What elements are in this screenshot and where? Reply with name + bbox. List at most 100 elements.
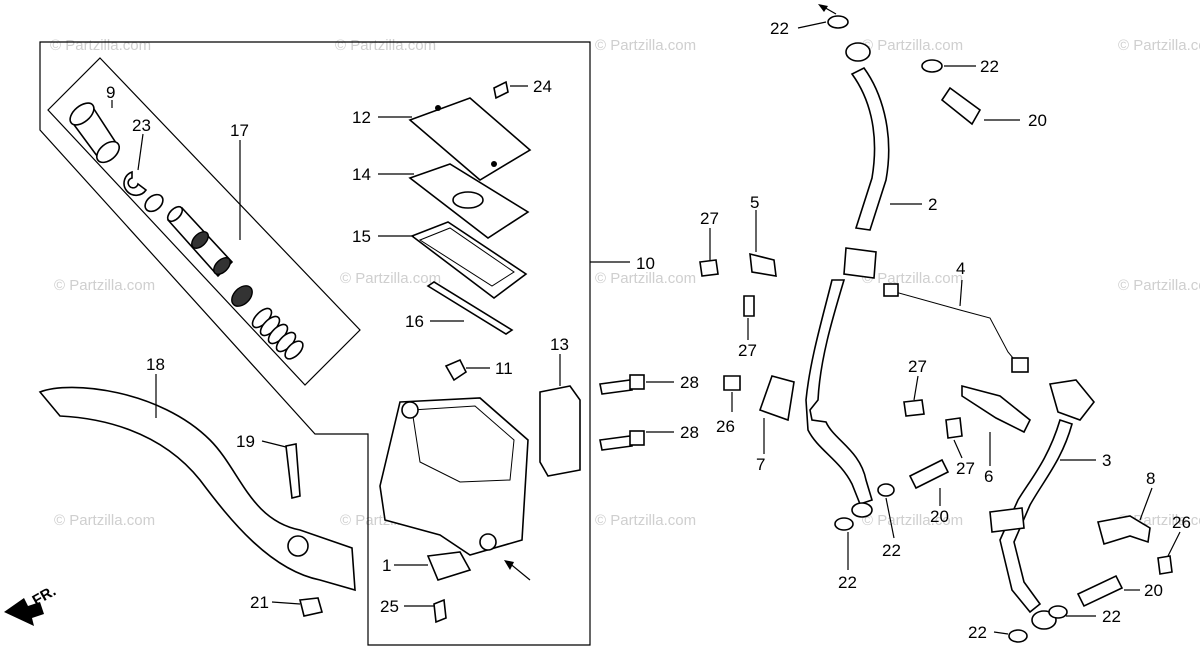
bolt-27-part xyxy=(945,417,963,439)
watermark: © Partzilla.com xyxy=(595,270,696,287)
callout-label[interactable]: 20 xyxy=(930,507,949,526)
watermark: © Partzilla.com xyxy=(595,512,696,529)
callout-label[interactable]: 20 xyxy=(1144,581,1163,600)
callout-label[interactable]: 20 xyxy=(1028,111,1047,130)
diaphragm-part xyxy=(410,221,528,300)
washer-part xyxy=(144,193,164,213)
callout-label[interactable]: 24 xyxy=(533,77,552,96)
cap-hole xyxy=(491,161,497,167)
callout-label[interactable]: 22 xyxy=(968,623,987,642)
banjo-bolt-20-part xyxy=(1076,574,1124,608)
watermark: © Partzilla.com xyxy=(595,37,696,54)
assembly-frame-outline xyxy=(39,41,591,646)
watermark: © Partzilla.com xyxy=(862,270,963,287)
callout-label[interactable]: 11 xyxy=(495,359,513,378)
spring-part xyxy=(251,307,304,360)
callout-label[interactable]: 21 xyxy=(250,593,269,612)
bolt-28-part xyxy=(599,435,633,451)
screw-24-part xyxy=(493,80,509,100)
callout-label[interactable]: 22 xyxy=(770,19,789,38)
callout-label[interactable]: 13 xyxy=(550,335,569,354)
callout-label[interactable]: 25 xyxy=(380,597,399,616)
lever-pivot-hole xyxy=(287,535,309,557)
bracket-8-part xyxy=(1096,515,1151,546)
callout-label[interactable]: 23 xyxy=(132,116,151,135)
bolt-28-head xyxy=(629,430,645,446)
master-cylinder-body-part xyxy=(379,397,529,556)
watermark: © Partzilla.com xyxy=(340,270,441,287)
bolt-27-part xyxy=(699,259,719,277)
banjo-bolt-20-part xyxy=(908,458,950,490)
callout-label[interactable]: 15 xyxy=(352,227,371,246)
watermark: © Partzilla.com xyxy=(1118,277,1200,294)
watermark: © Partzilla.com xyxy=(54,512,155,529)
circlip-part xyxy=(123,170,148,197)
cup-seal-part xyxy=(231,285,253,307)
sealing-washer-part xyxy=(921,59,943,73)
boot-part xyxy=(69,102,121,164)
switch-1-part xyxy=(426,551,472,581)
callout-label[interactable]: 22 xyxy=(980,57,999,76)
callout-label[interactable]: 22 xyxy=(838,573,857,592)
callout-label[interactable]: 16 xyxy=(405,312,424,331)
sealing-washer-part xyxy=(1008,629,1028,643)
screw-25-part xyxy=(433,598,447,624)
piston-kit-frame xyxy=(47,57,361,386)
brake-lever-part xyxy=(38,386,356,592)
sealing-washer-part xyxy=(877,483,895,497)
clamp-5-part xyxy=(749,252,777,277)
piston-part xyxy=(166,205,234,278)
callout-label[interactable]: 5 xyxy=(750,193,759,212)
callout-label[interactable]: 28 xyxy=(680,373,699,392)
bolt-27-part xyxy=(903,399,925,417)
sealing-washer-part xyxy=(827,15,849,29)
bracket-6-part xyxy=(961,384,1032,434)
gasket-part xyxy=(426,281,514,335)
pipe-fitting xyxy=(1011,357,1029,373)
callout-label[interactable]: 27 xyxy=(908,357,927,376)
callout-label[interactable]: 7 xyxy=(756,455,765,474)
callout-label[interactable]: 18 xyxy=(146,355,165,374)
banjo-fitting xyxy=(851,502,873,518)
callout-label[interactable]: 19 xyxy=(236,432,255,451)
watermark: © Partzilla.com xyxy=(50,37,151,54)
callout-label[interactable]: 22 xyxy=(1102,607,1121,626)
sealing-washer-part xyxy=(834,517,854,531)
watermark: © Partzilla.com xyxy=(862,37,963,54)
callout-label[interactable]: 14 xyxy=(352,165,371,184)
callout-label[interactable]: 22 xyxy=(882,541,901,560)
callout-label[interactable]: 17 xyxy=(230,121,249,140)
callout-label[interactable]: 9 xyxy=(106,83,115,102)
callout-label[interactable]: 1 xyxy=(382,556,391,575)
callout-label[interactable]: 26 xyxy=(716,417,735,436)
bolt-28-part xyxy=(599,379,633,395)
callout-label[interactable]: 10 xyxy=(636,254,655,273)
callout-label[interactable]: 2 xyxy=(928,195,937,214)
nut-21-part xyxy=(299,597,324,617)
brake-pipe-4-part xyxy=(887,289,1019,365)
callout-label[interactable]: 28 xyxy=(680,423,699,442)
bolt-27-part xyxy=(743,295,755,317)
callout-label[interactable]: 27 xyxy=(738,341,757,360)
pointer-arrowhead xyxy=(818,4,828,12)
bolt-28-head xyxy=(629,374,645,390)
cap-hole xyxy=(435,105,441,111)
callout-label[interactable]: 27 xyxy=(956,459,975,478)
pipe-fitting xyxy=(883,283,899,297)
bracket-7-part xyxy=(758,375,795,422)
plate-hole xyxy=(452,191,484,209)
callout-label[interactable]: 4 xyxy=(956,259,965,278)
bolt-26-part xyxy=(1157,555,1173,575)
callout-label[interactable]: 12 xyxy=(352,108,371,127)
callout-label[interactable]: 6 xyxy=(984,467,993,486)
pointer-arrowhead xyxy=(504,560,514,570)
callout-label[interactable]: 3 xyxy=(1102,451,1111,470)
callout-label[interactable]: 27 xyxy=(700,209,719,228)
watermark: © Partzilla.com xyxy=(335,37,436,54)
callout-label[interactable]: 8 xyxy=(1146,469,1155,488)
banjo-bolt-20-part xyxy=(940,86,982,126)
callout-label[interactable]: 26 xyxy=(1172,513,1191,532)
brake-hose-3-part xyxy=(989,379,1096,614)
